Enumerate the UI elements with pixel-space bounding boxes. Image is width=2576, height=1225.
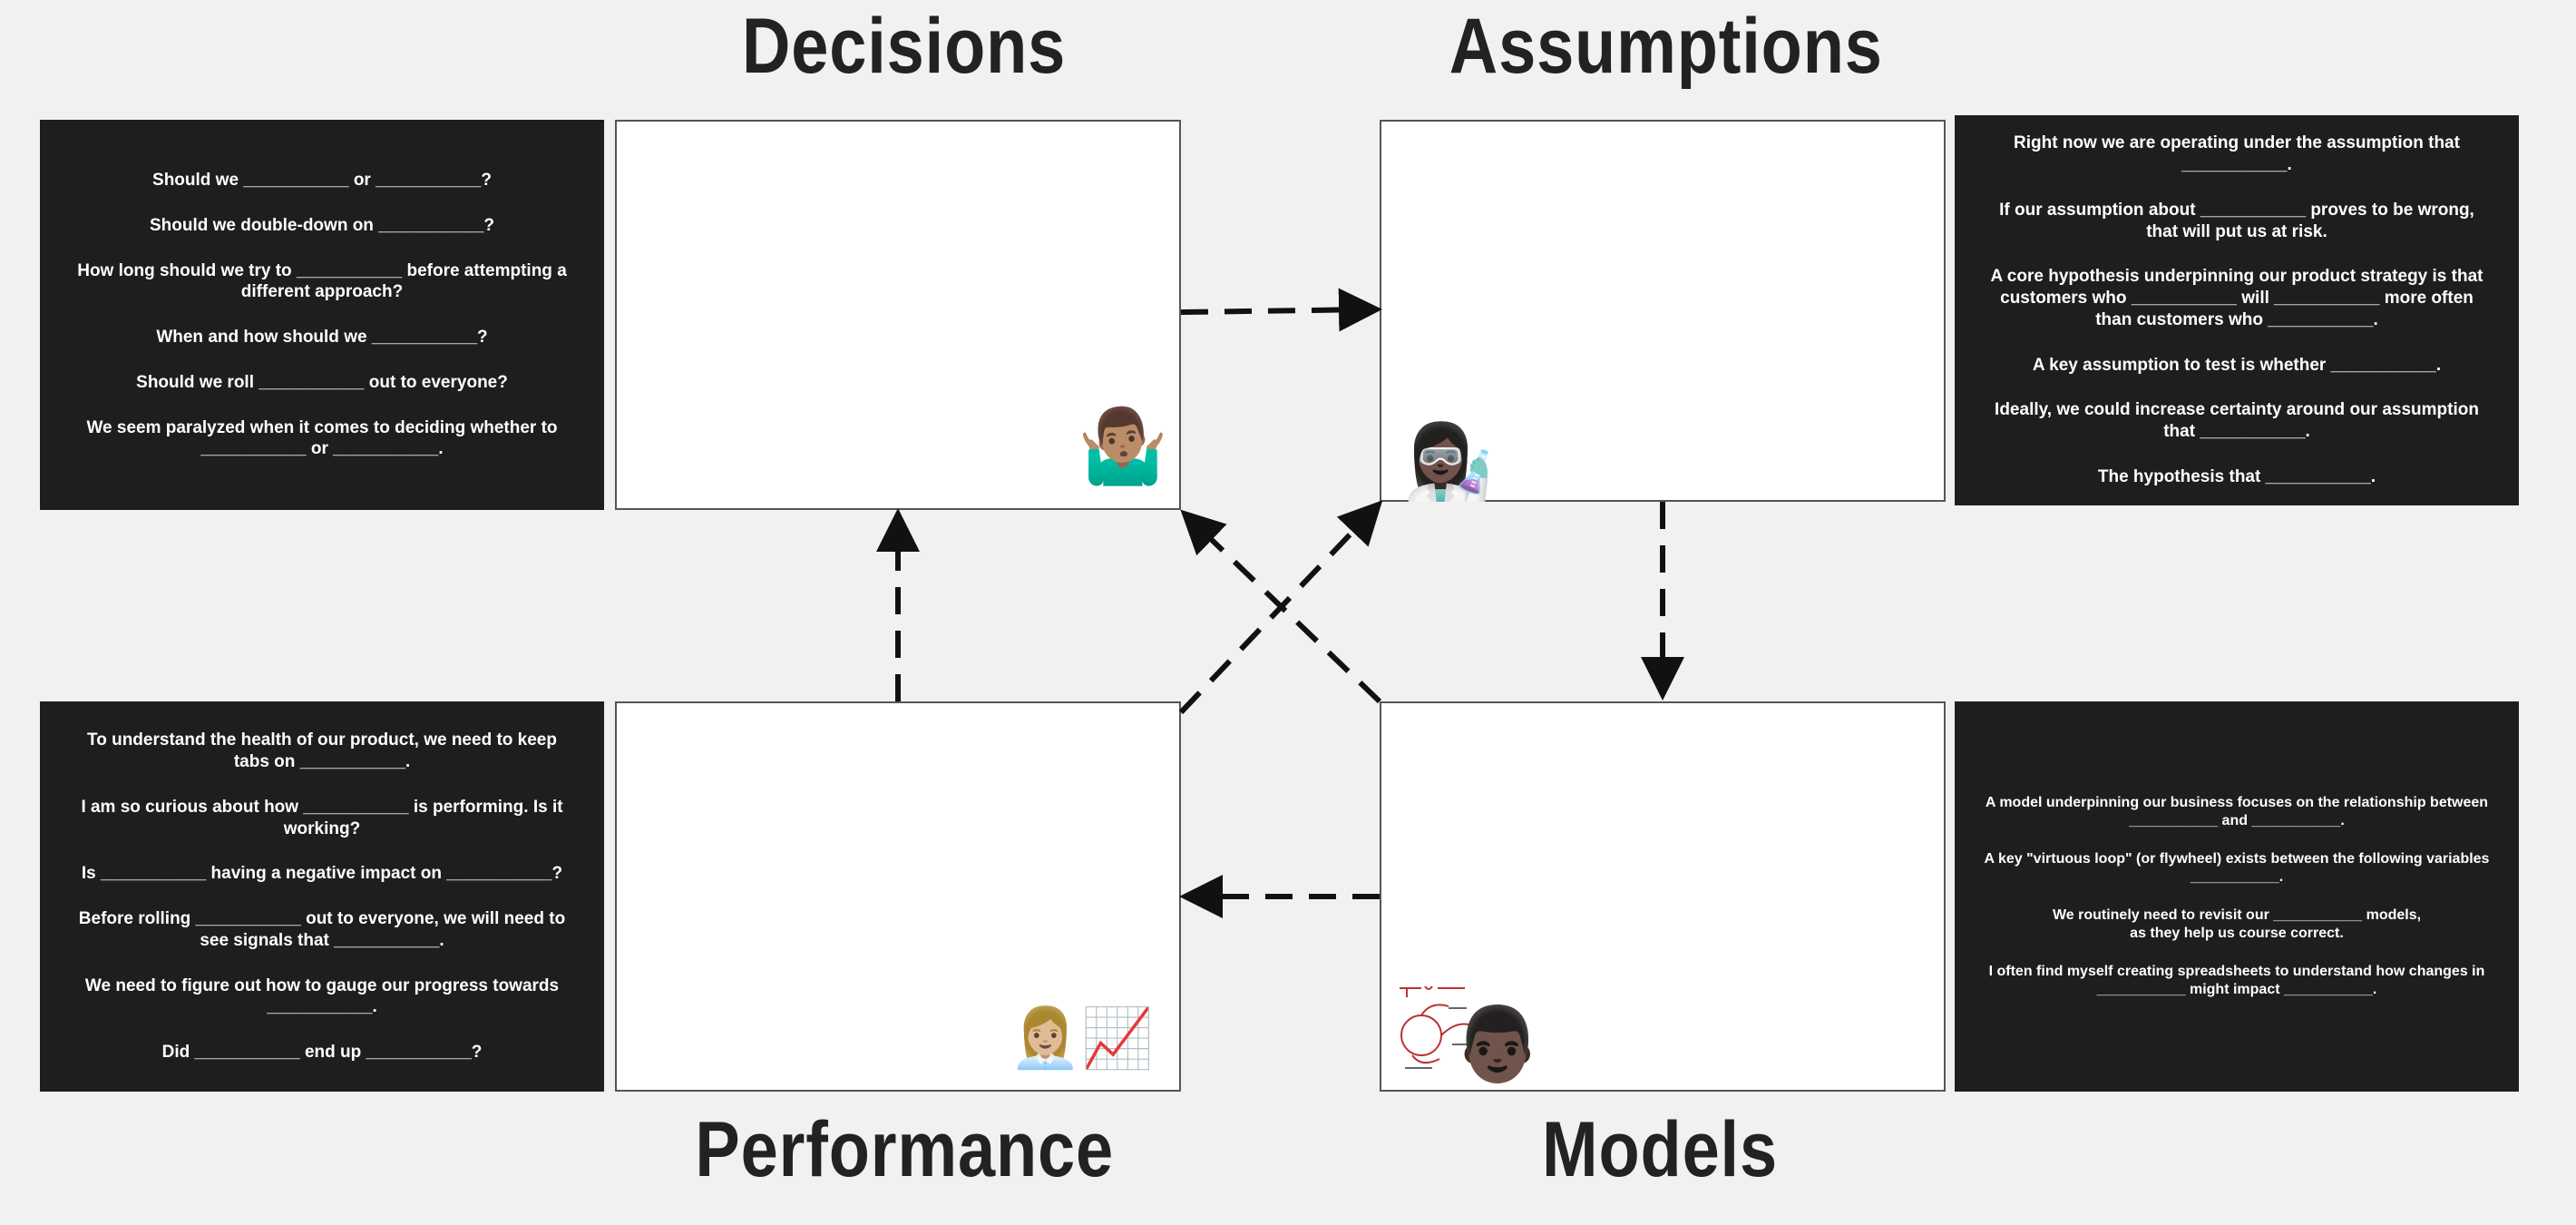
heading-models: Models	[1542, 1106, 1778, 1193]
performance-prompt-card: To understand the health of our product,…	[40, 701, 604, 1092]
performance-canvas[interactable]: 👩🏼‍💼📈	[615, 701, 1181, 1092]
decisions-canvas[interactable]: 🤷🏽‍♂️	[615, 120, 1181, 510]
scientist-emoji: 👩🏿‍🔬	[1403, 419, 1494, 504]
decisions-prompt-line: We seem paralyzed when it comes to decid…	[86, 417, 558, 459]
assumptions-prompt-card: Right now we are operating under the ass…	[1955, 115, 2519, 505]
assumptions-prompt-line: Ideally, we could increase certainty aro…	[1995, 400, 2479, 442]
models-prompt-line: I often find myself creating spreadsheet…	[1988, 964, 2485, 997]
performance-prompt-line: Before rolling ___________ out to everyo…	[78, 909, 566, 950]
decisions-prompt-line: Should we double-down on ___________?	[149, 215, 495, 235]
performance-prompt-line: I am so curious about how ___________ is…	[81, 797, 563, 838]
models-prompt-card: A model underpinning our business focuse…	[1955, 701, 2519, 1092]
chart-and-person-emoji: 👩🏼‍💼📈	[1009, 1005, 1154, 1073]
arrow-models-to-decisions	[1180, 509, 1382, 704]
heading-decisions: Decisions	[742, 3, 1067, 90]
decisions-prompt-line: When and how should we ___________?	[156, 328, 488, 347]
models-prompt-line: We routinely need to revisit our _______…	[2052, 907, 2422, 941]
performance-prompt-line: To understand the health of our product,…	[87, 730, 557, 771]
assumptions-prompt-line: If our assumption about ___________ prov…	[1999, 200, 2474, 241]
man-emoji: 👨🏿	[1452, 1002, 1543, 1086]
models-prompt-line: A key "virtuous loop" (or flywheel) exis…	[1984, 851, 2490, 885]
decisions-prompt-line: How long should we try to ___________ be…	[77, 260, 567, 302]
sketch-diagram-icon	[1400, 985, 1478, 1069]
decisions-prompt-line: Should we roll ___________ out to everyo…	[136, 372, 508, 392]
assumptions-prompt-line: A core hypothesis underpinning our produ…	[1990, 267, 2483, 329]
assumptions-prompt-line: A key assumption to test is whether ____…	[2032, 355, 2442, 375]
decisions-prompt-card: Should we ___________ or ___________? Sho…	[40, 120, 604, 510]
assumptions-prompt-line: Right now we are operating under the ass…	[2014, 133, 2460, 175]
shrugging-person-emoji: 🤷🏽‍♂️	[1078, 404, 1168, 488]
models-canvas[interactable]: 👨🏿	[1380, 701, 1946, 1092]
performance-prompt-line: Did ___________ end up ___________?	[161, 1043, 483, 1062]
performance-prompt-line: We need to figure out how to gauge our p…	[84, 975, 560, 1017]
heading-performance: Performance	[695, 1106, 1115, 1193]
decisions-prompt-line: Should we ___________ or ___________?	[152, 171, 492, 190]
heading-assumptions: Assumptions	[1449, 3, 1883, 90]
arrow-decisions-to-assumptions	[1180, 288, 1382, 332]
models-prompt-line: A model underpinning our business focuse…	[1985, 795, 2489, 828]
assumptions-prompt-line: The hypothesis that ___________.	[2097, 466, 2376, 486]
performance-prompt-line: Is ___________ having a negative impact …	[81, 864, 563, 884]
arrow-performance-to-assumptions	[1178, 500, 1383, 715]
assumptions-canvas[interactable]: 👩🏿‍🔬	[1380, 120, 1946, 502]
